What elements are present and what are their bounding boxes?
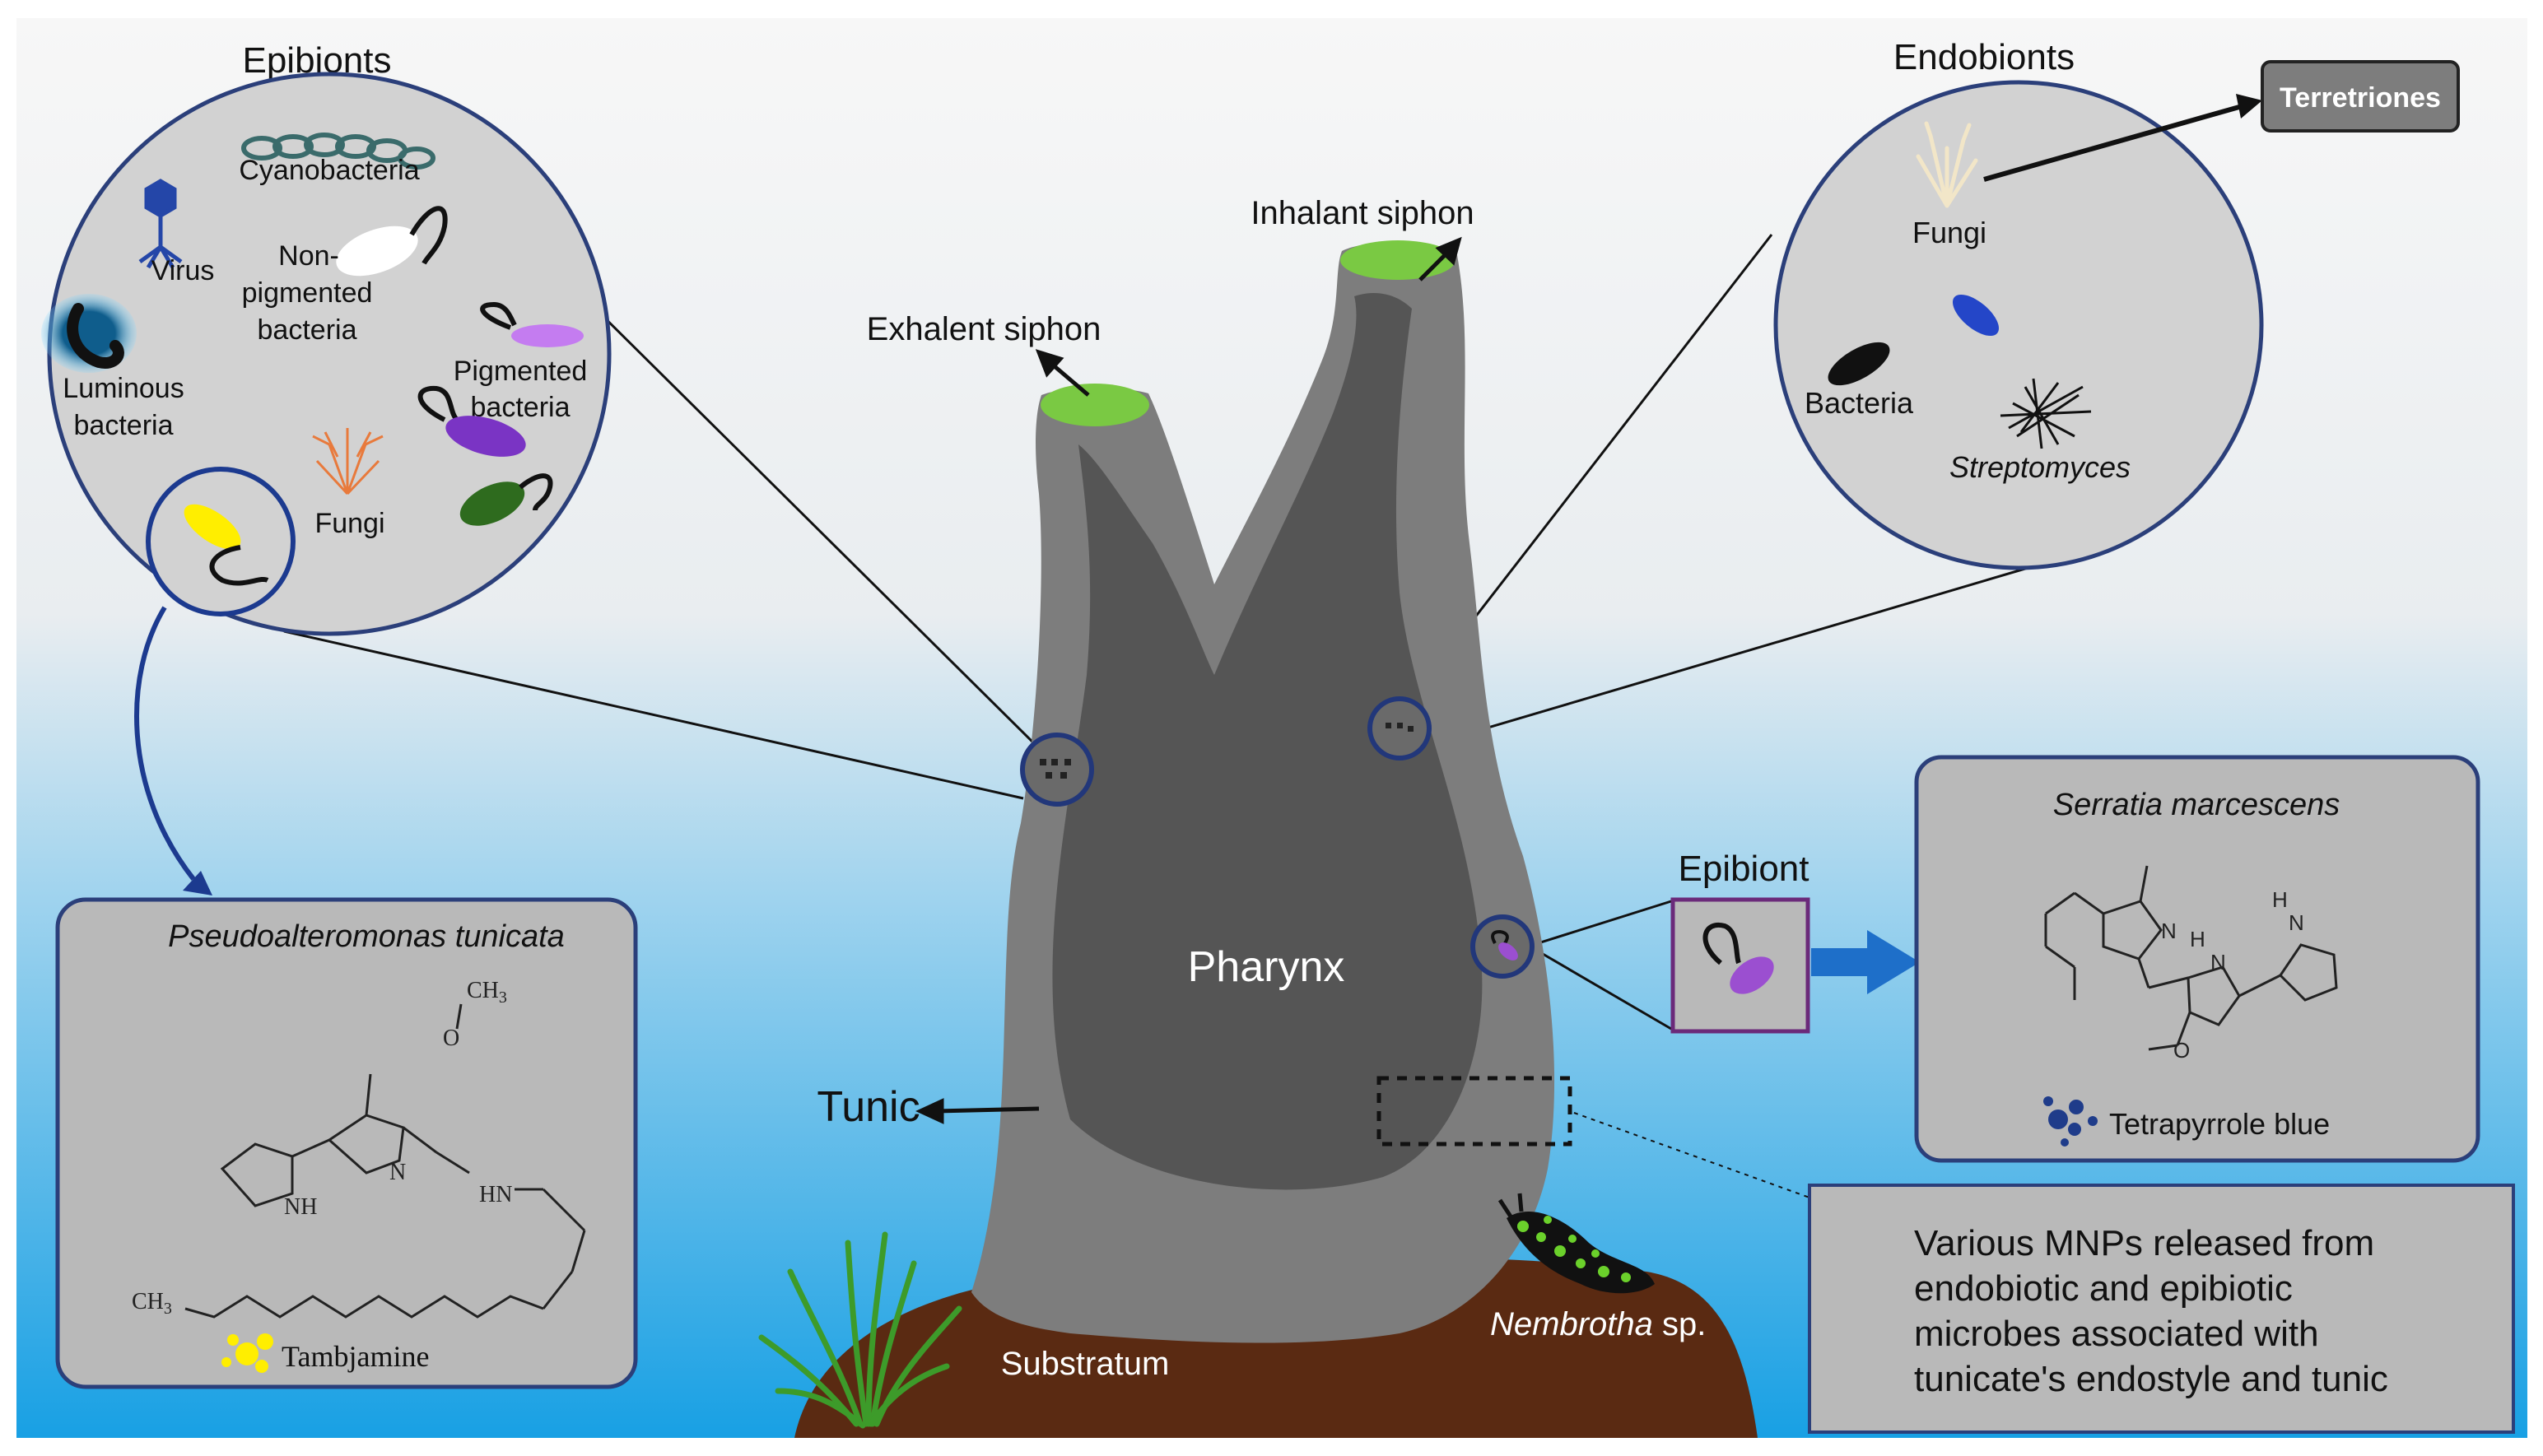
svg-text:CH3: CH3 bbox=[467, 978, 507, 1007]
pigmented-bacteria-icon-green bbox=[459, 473, 553, 526]
mnp-box: Various MNPs released from endobiotic an… bbox=[1808, 1184, 2515, 1434]
pigmented-bacteria-icon-light bbox=[480, 301, 584, 347]
epibionts-panel: Epibionts Cyanobacteria Virus Non- pigme… bbox=[41, 40, 612, 895]
cyanobacteria-icon bbox=[241, 133, 435, 170]
luminous-label-2: bacteria bbox=[74, 410, 174, 441]
exhalent-siphon-label: Exhalent siphon bbox=[867, 311, 1102, 347]
endobiont-fungi-label: Fungi bbox=[1912, 216, 1986, 249]
nembrotha-label: Nembrotha sp. bbox=[1490, 1306, 1706, 1342]
svg-text:H: H bbox=[2190, 927, 2205, 951]
endobiont-bacteria-icon bbox=[1828, 342, 1890, 386]
pigmented-bacteria-icon-dark bbox=[417, 385, 526, 457]
serratia-box: Serratia marcescens N H N H N O Tetrapyr bbox=[1914, 755, 2480, 1163]
epibiont-label: Epibiont bbox=[1678, 849, 1809, 889]
tambjamine-label: Tambjamine bbox=[282, 1340, 429, 1373]
pseudoalteromonas-box: Pseudoalteromonas tunicata O CH3 N NH HN… bbox=[55, 897, 638, 1389]
nembrotha-slug bbox=[1497, 1193, 1655, 1294]
inhalant-siphon-label: Inhalant siphon bbox=[1251, 195, 1474, 231]
virus-icon bbox=[138, 179, 183, 269]
fungi-icon bbox=[312, 428, 384, 495]
non-pigmented-label-3: bacteria bbox=[258, 314, 357, 346]
svg-text:HN: HN bbox=[479, 1182, 512, 1207]
endostyle-dotted-box bbox=[1376, 1076, 1572, 1147]
pigmented-label-2: bacteria bbox=[471, 392, 571, 423]
epibiont-spot-circle-left bbox=[1020, 733, 1094, 807]
cyanobacteria-label: Cyanobacteria bbox=[239, 155, 419, 186]
pharynx-shape bbox=[1052, 292, 1483, 1190]
svg-text:O: O bbox=[2173, 1038, 2190, 1063]
pseudoalteromonas-arrow bbox=[134, 606, 196, 881]
non-pigmented-bacteria-icon bbox=[336, 206, 448, 277]
tambjamine-structure bbox=[184, 1003, 586, 1319]
pigmented-label-1: Pigmented bbox=[454, 356, 588, 387]
svg-text:NH: NH bbox=[284, 1194, 317, 1220]
svg-text:H: H bbox=[2272, 887, 2288, 912]
pseudoalteromonas-title: Pseudoalteromonas tunicata bbox=[168, 919, 565, 954]
exhalent-siphon-opening bbox=[1041, 384, 1149, 426]
endobionts-circle bbox=[1773, 80, 2264, 570]
tunic-label: Tunic bbox=[817, 1083, 920, 1131]
non-pigmented-label-1: Non- bbox=[278, 240, 339, 272]
mnp-line-1: Various MNPs released from bbox=[1914, 1223, 2374, 1263]
siphon-arrows bbox=[915, 236, 1462, 1124]
blue-block-arrow bbox=[1811, 930, 1920, 994]
prodigiosin-structure bbox=[2044, 865, 2338, 1051]
endobiont-fungi-icon bbox=[1916, 121, 1978, 208]
endobiont-bacteria-label: Bacteria bbox=[1805, 386, 1914, 420]
svg-text:N: N bbox=[2161, 919, 2177, 943]
endobionts-title: Endobionts bbox=[1893, 37, 2075, 77]
streptomyces-label: Streptomyces bbox=[1949, 450, 2131, 484]
svg-text:N: N bbox=[389, 1160, 406, 1185]
serratia-icon bbox=[1730, 956, 1774, 994]
svg-text:O: O bbox=[443, 1026, 459, 1051]
terretriones-label: Terretriones bbox=[2280, 82, 2441, 114]
pharynx-label: Pharynx bbox=[1188, 943, 1345, 991]
substratum-label: Substratum bbox=[1001, 1346, 1170, 1382]
tambjamine-icon bbox=[221, 1333, 273, 1373]
luminous-label-1: Luminous bbox=[63, 373, 184, 404]
pseudoalteromonas-icon bbox=[184, 504, 241, 550]
mnp-line-2: endobiotic and epibiotic bbox=[1914, 1268, 2293, 1309]
svg-text:CH3: CH3 bbox=[132, 1289, 172, 1318]
streptomyces-icon bbox=[2000, 378, 2092, 449]
serratia-title: Serratia marcescens bbox=[2053, 788, 2340, 822]
virus-label: Virus bbox=[151, 255, 215, 286]
svg-text:N: N bbox=[2289, 910, 2304, 935]
endobiont-blue-bacterium bbox=[1952, 294, 2000, 337]
body-zoom-circles bbox=[1020, 696, 1535, 979]
tetrapyrrole-blue-label: Tetrapyrrole blue bbox=[2109, 1107, 2330, 1141]
mnp-line-4: tunicate's endostyle and tunic bbox=[1914, 1359, 2388, 1399]
svg-text:N: N bbox=[2210, 950, 2226, 975]
non-pigmented-label-2: pigmented bbox=[242, 277, 373, 309]
luminous-bacteria-icon bbox=[41, 294, 137, 373]
mnp-line-3: microbes associated with bbox=[1914, 1314, 2319, 1354]
endobionts-panel: Endobionts Fungi Terretriones Bacteria S… bbox=[1773, 37, 2460, 570]
epibiont-zoom-box bbox=[1670, 897, 1810, 1034]
seaweed bbox=[758, 1231, 962, 1429]
inhalant-siphon-opening bbox=[1340, 240, 1455, 280]
epibiont-fungi-label: Fungi bbox=[314, 508, 384, 539]
terretriones-box bbox=[2261, 60, 2460, 133]
tetrapyrrole-blue-icon bbox=[2043, 1096, 2098, 1147]
